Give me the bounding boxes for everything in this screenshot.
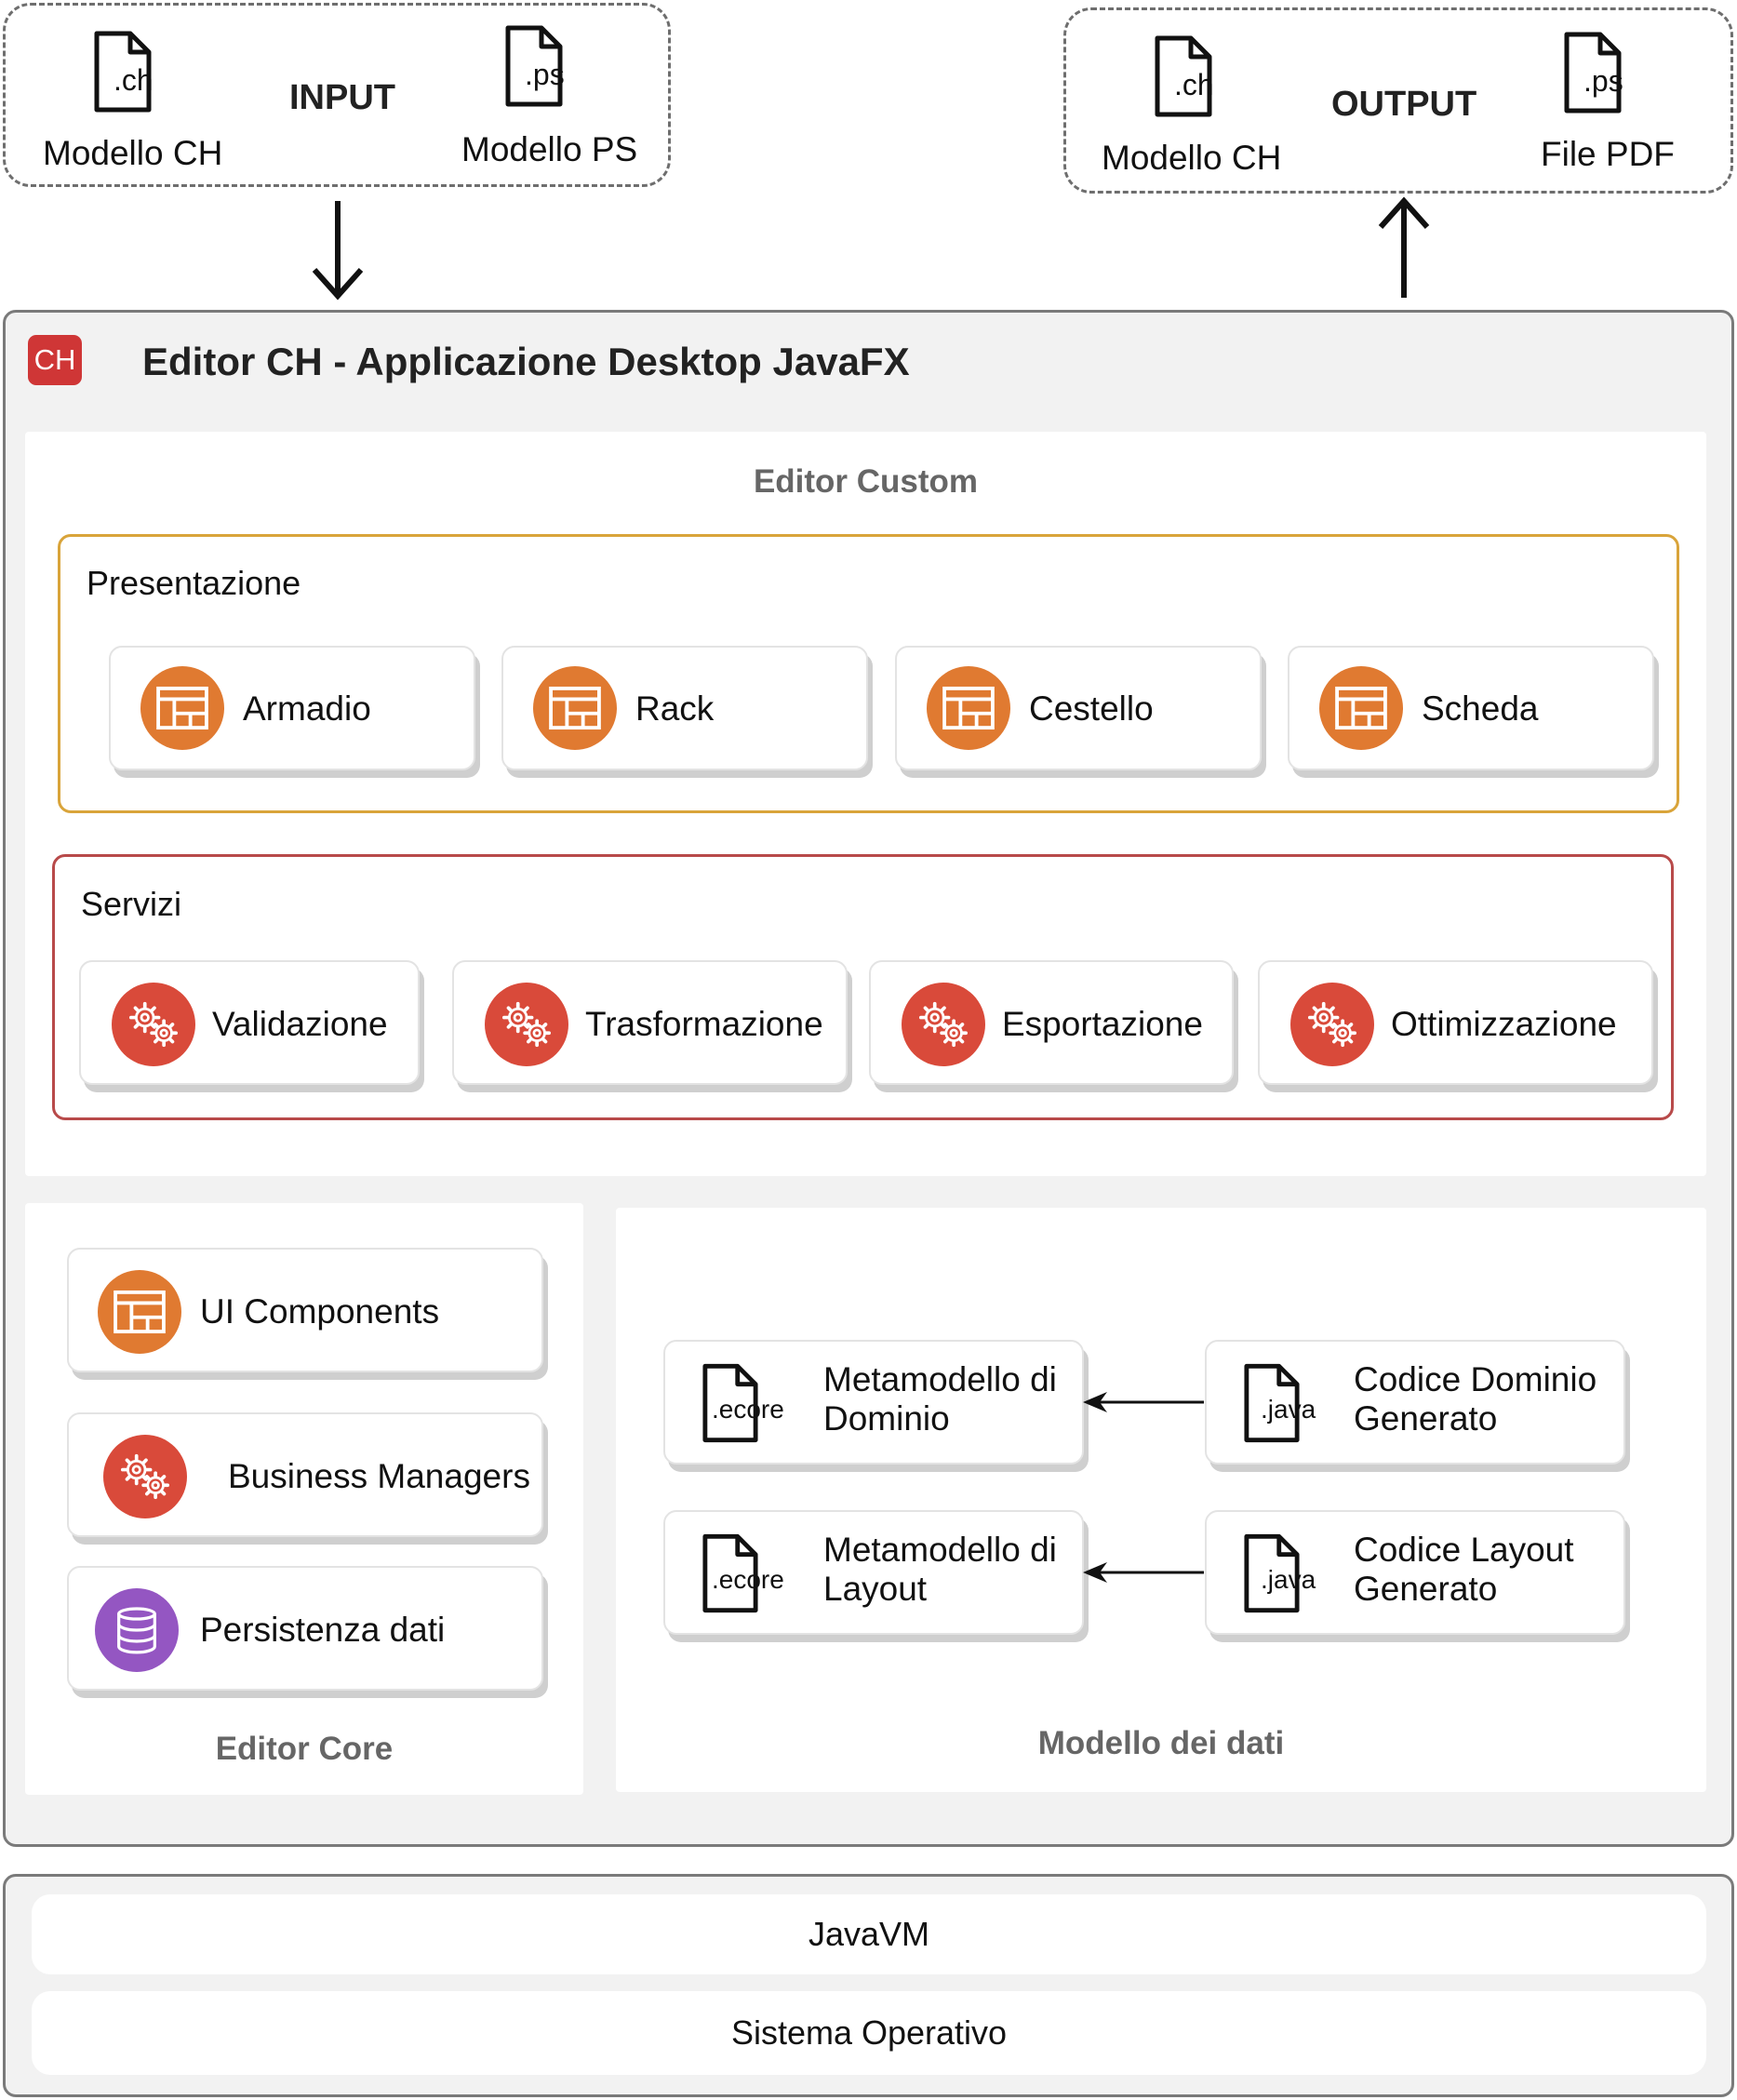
service-card-validazione[interactable]: Validazione xyxy=(79,960,420,1085)
card-label: Esportazione xyxy=(1002,1005,1203,1043)
card-label: Rack xyxy=(635,689,715,728)
presentazione-title: Presentazione xyxy=(87,564,301,602)
presentation-card-rack[interactable]: Rack xyxy=(501,646,868,770)
gears-icon xyxy=(485,983,568,1066)
card-label: Validazione xyxy=(212,1005,388,1043)
file-extension: .java xyxy=(1261,1565,1316,1594)
card-label: Ottimizzazione xyxy=(1391,1005,1617,1043)
servizi-title: Servizi xyxy=(81,885,182,923)
layout-icon xyxy=(927,666,1010,750)
editor-custom-title: Editor Custom xyxy=(753,463,979,500)
service-card-esportazione[interactable]: Esportazione xyxy=(869,960,1234,1085)
card-label: UI Components xyxy=(200,1292,440,1331)
card-label: Metamodello di Dominio xyxy=(823,1360,1057,1438)
file-extension: .ecore xyxy=(712,1565,784,1594)
app-badge-text: CH xyxy=(33,343,76,376)
arrow-left-icon xyxy=(1083,1562,1204,1583)
database-icon xyxy=(95,1588,179,1672)
sistema-operativo-label: Sistema Operativo xyxy=(730,2013,1008,2052)
card-label-line: Codice Dominio xyxy=(1354,1360,1597,1398)
file-extension: .ps xyxy=(525,58,565,91)
service-card-ottimizzazione[interactable]: Ottimizzazione xyxy=(1258,960,1653,1085)
javavm-layer: JavaVM xyxy=(32,1894,1706,1974)
card-label-line: Metamodello di xyxy=(823,1360,1057,1398)
file-extension: .ecore xyxy=(712,1395,784,1424)
layout-icon xyxy=(1319,666,1403,750)
gears-icon xyxy=(103,1435,187,1518)
app-title: Editor CH - Applicazione Desktop JavaFX xyxy=(142,340,910,383)
input-box: .ch Modello CH INPUT .ps Modello PS xyxy=(3,3,671,187)
input-file-label: Modello PS xyxy=(461,130,638,168)
sistema-operativo-layer: Sistema Operativo xyxy=(32,1991,1706,2075)
card-label-line: Generato xyxy=(1354,1570,1498,1608)
layout-icon xyxy=(140,666,224,750)
generated-code-card-layout[interactable]: .java Codice Layout Generato xyxy=(1205,1510,1625,1635)
file-extension: .ch xyxy=(1174,68,1214,101)
gears-icon xyxy=(112,983,195,1066)
core-card-business-managers[interactable]: Business Managers xyxy=(67,1412,543,1537)
arrow-up-icon xyxy=(1378,196,1430,298)
card-label: Codice Layout Generato xyxy=(1354,1531,1574,1609)
editor-core-title: Editor Core xyxy=(215,1731,394,1767)
modello-dati-panel xyxy=(616,1208,1706,1792)
generated-code-card-dominio[interactable]: .java Codice Dominio Generato xyxy=(1205,1340,1625,1465)
card-label: Trasformazione xyxy=(585,1005,823,1043)
layout-icon xyxy=(533,666,617,750)
file-extension: .ch xyxy=(114,63,154,97)
modello-dati-title: Modello dei dati xyxy=(1037,1725,1285,1761)
service-card-trasformazione[interactable]: Trasformazione xyxy=(452,960,848,1085)
card-label: Persistenza dati xyxy=(200,1611,446,1649)
presentation-card-armadio[interactable]: Armadio xyxy=(109,646,475,770)
presentation-card-scheda[interactable]: Scheda xyxy=(1288,646,1654,770)
card-label-line: Metamodello di xyxy=(823,1531,1057,1569)
arrow-left-icon xyxy=(1083,1392,1204,1412)
output-file-label: File PDF xyxy=(1541,135,1675,173)
core-card-ui-components[interactable]: UI Components xyxy=(67,1248,543,1372)
card-label: Codice Dominio Generato xyxy=(1354,1360,1597,1438)
javavm-label: JavaVM xyxy=(808,1915,930,1953)
presentation-card-cestello[interactable]: Cestello xyxy=(895,646,1262,770)
metamodel-card-layout[interactable]: .ecore Metamodello di Layout xyxy=(663,1510,1084,1635)
gears-icon xyxy=(1290,983,1374,1066)
card-label: Business Managers xyxy=(228,1457,530,1495)
app-badge: CH xyxy=(28,335,82,385)
output-title: OUTPUT xyxy=(1331,85,1477,124)
card-label-line: Codice Layout xyxy=(1354,1531,1574,1569)
card-label-line: Layout xyxy=(823,1570,928,1608)
core-card-persistenza-dati[interactable]: Persistenza dati xyxy=(67,1566,543,1691)
card-label: Metamodello di Layout xyxy=(823,1531,1057,1609)
output-file-label: Modello CH xyxy=(1102,139,1282,177)
card-label: Armadio xyxy=(243,689,371,728)
metamodel-card-dominio[interactable]: .ecore Metamodello di Dominio xyxy=(663,1340,1084,1465)
file-extension: .ps xyxy=(1583,64,1623,98)
output-box: .ch Modello CH OUTPUT .ps File PDF xyxy=(1063,7,1733,194)
input-file-label: Modello CH xyxy=(43,134,223,172)
file-extension: .java xyxy=(1261,1395,1316,1424)
gears-icon xyxy=(902,983,985,1066)
card-label: Cestello xyxy=(1029,689,1154,728)
layout-icon xyxy=(98,1270,181,1354)
card-label: Scheda xyxy=(1422,689,1539,728)
arrow-down-icon xyxy=(312,201,364,301)
card-label-line: Dominio xyxy=(823,1399,950,1438)
card-label-line: Generato xyxy=(1354,1399,1498,1438)
input-title: INPUT xyxy=(289,78,395,117)
